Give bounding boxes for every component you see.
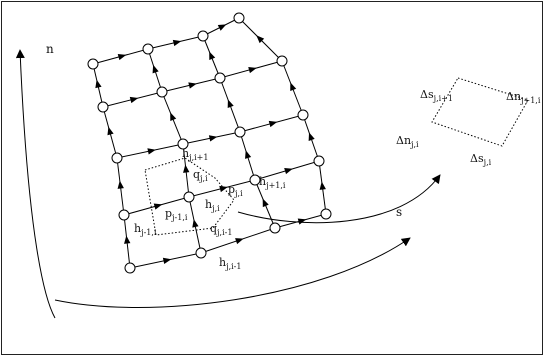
grid-node — [269, 222, 281, 234]
grid-node — [111, 152, 123, 164]
label-p-jm1-i: pj-1,i — [165, 207, 188, 222]
label-dn-right: Δnj+1,i — [506, 90, 541, 105]
grid-node — [97, 101, 109, 113]
grid-node — [320, 208, 332, 220]
grid-node — [87, 58, 99, 70]
flow-arrow-n — [183, 164, 190, 173]
flow-arrow-s — [153, 203, 163, 210]
grid-node — [233, 12, 245, 24]
label-h-j-im1: hj,i-1 — [219, 256, 241, 271]
flow-arrow-s — [284, 168, 293, 175]
flow-arrow-s — [162, 257, 172, 265]
figure-frame — [1, 1, 543, 355]
grid-node — [214, 72, 226, 84]
grid-node — [156, 86, 168, 98]
flow-arrow-n — [107, 126, 114, 136]
grid-node — [195, 247, 207, 259]
flow-arrow-n — [245, 150, 252, 159]
flow-arrow-s — [208, 135, 218, 142]
detail-link-arrow — [237, 174, 441, 224]
grid-node — [297, 109, 309, 121]
flow-arrow-s — [219, 185, 228, 193]
s-axis-label: s — [396, 205, 402, 219]
flow-arrow-s — [147, 148, 156, 155]
s-axis-curve — [54, 237, 411, 308]
flow-arrow-s — [217, 24, 227, 31]
grid-node — [177, 138, 189, 150]
flow-arrow-n — [227, 99, 234, 108]
flow-arrow-s — [268, 120, 278, 128]
label-h-jp1-i: hj+1,i — [259, 175, 286, 190]
grid-node — [118, 209, 130, 221]
flow-arrow-n — [209, 51, 216, 61]
flow-arrow-n — [152, 64, 159, 74]
flow-arrow-n — [95, 79, 102, 89]
flow-arrow-n — [256, 35, 265, 44]
grid-node — [234, 126, 246, 138]
grid-node — [313, 155, 325, 167]
flow-arrow-n — [319, 181, 326, 190]
flow-arrow-n — [308, 132, 315, 141]
flow-arrow-s — [188, 82, 197, 89]
flow-arrow-s — [297, 218, 307, 225]
grid-node — [249, 174, 261, 186]
grid-arrows — [95, 24, 326, 265]
flow-arrow-s — [235, 238, 244, 245]
detail-cell-outline — [431, 77, 529, 147]
flow-arrow-n — [290, 82, 297, 92]
label-ds-top: Δsj,i+1 — [420, 88, 453, 103]
n-axis-label: n — [46, 42, 54, 56]
flow-arrow-s — [117, 53, 127, 61]
grid-node — [197, 30, 209, 42]
label-p-j-i: pj,i — [228, 183, 243, 198]
flow-arrow-n — [124, 235, 131, 244]
flow-arrow-s — [172, 39, 182, 47]
label-h-jm1-i: hj-1,i — [134, 222, 157, 237]
label-q-j-im1: qj,i-1 — [210, 222, 232, 237]
label-h-j-ip1: hj,i+1 — [182, 147, 208, 162]
flow-arrow-n — [170, 112, 177, 122]
label-dn-left: Δnj,i — [396, 134, 419, 149]
flow-arrow-n — [117, 180, 124, 189]
n-axis-curve — [15, 49, 56, 319]
flow-arrow-s — [129, 96, 139, 104]
grid-nodes — [87, 12, 332, 274]
flow-arrow-s — [248, 66, 257, 74]
grid-node — [124, 262, 136, 274]
label-q-j-i: qj,i — [193, 168, 208, 183]
flow-arrow-n — [262, 198, 269, 208]
label-ds-bottom: Δsj,i — [470, 152, 492, 167]
grid-node — [183, 191, 195, 203]
flow-arrow-n — [192, 219, 199, 228]
label-h-j-i: hj,i — [205, 198, 220, 213]
grid-node — [276, 55, 288, 67]
grid-node — [142, 43, 154, 55]
